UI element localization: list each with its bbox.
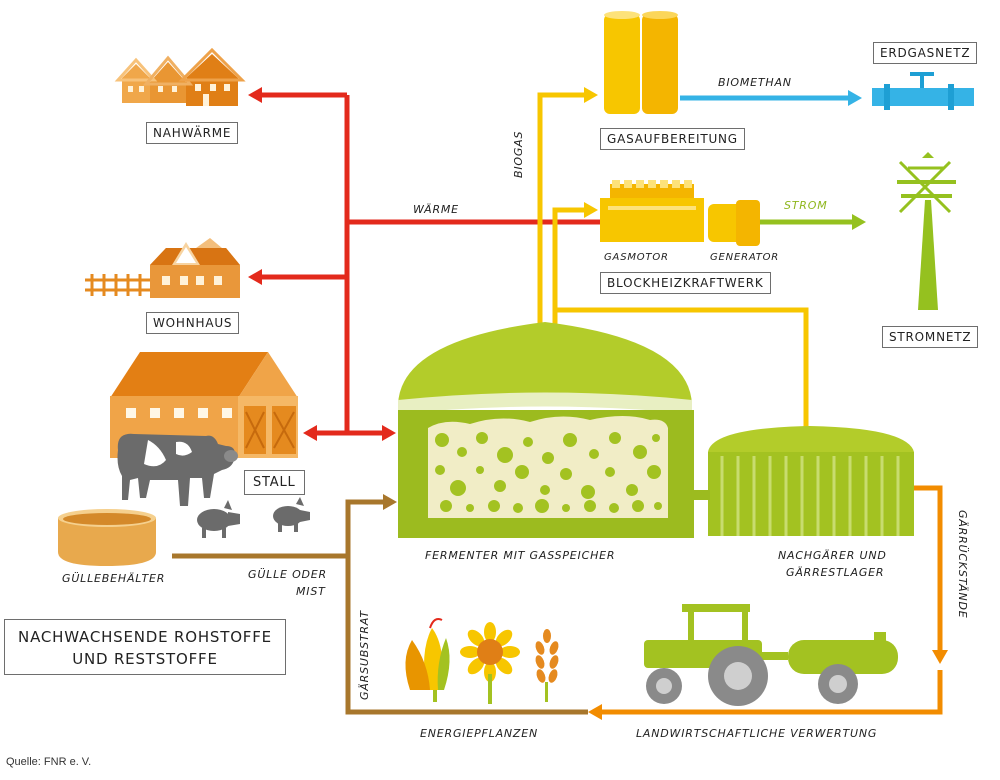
biomethan-arrowhead xyxy=(848,90,862,106)
biogas-lines xyxy=(537,92,809,430)
nachwachsende-label-1: NACHWACHSENDE ROHSTOFFE xyxy=(18,628,272,646)
source-credit: Quelle: FNR e. V. xyxy=(6,756,92,768)
blockheizkraftwerk-label: BLOCKHEIZKRAFTWERK xyxy=(600,272,771,294)
substrate-line xyxy=(172,499,588,715)
strom-arrowhead xyxy=(852,214,866,230)
gasaufbereitung-icon xyxy=(604,11,678,114)
gasaufbereitung-label: GASAUFBEREITUNG xyxy=(600,128,745,150)
wohnhaus-icon xyxy=(85,238,240,298)
guelle-oder-mist-label-1: GÜLLE ODER xyxy=(248,568,328,581)
energiepflanzen-label: ENERGIEPFLANZEN xyxy=(420,727,539,740)
substrate-arrowhead xyxy=(383,494,397,510)
nahwaerme-houses-icon xyxy=(114,47,246,106)
guellebehaelter-icon xyxy=(58,509,156,566)
digestate-arrowheads xyxy=(588,650,948,720)
stromnetz-label: STROMNETZ xyxy=(882,326,979,348)
gaersubstrat-label: GÄRSUBSTRAT xyxy=(358,610,371,700)
fermenter-icon xyxy=(398,322,694,538)
wohnhaus-label: WOHNHAUS xyxy=(146,312,240,334)
nachgaerer-label-1: NACHGÄRER UND xyxy=(778,549,887,562)
energiepflanzen-icon xyxy=(405,618,559,704)
nachwachsende-rohstoffe-box: NACHWACHSENDE ROHSTOFFE UND RESTSTOFFE xyxy=(4,619,286,675)
stromnetz-pylon-icon xyxy=(897,152,956,310)
nahwaerme-label: NAHWÄRME xyxy=(146,122,239,144)
landwirtschaftliche-label: LANDWIRTSCHAFTLICHE VERWERTUNG xyxy=(636,727,878,740)
guelle-oder-mist-label-2: MIST xyxy=(296,585,326,598)
tractor-icon xyxy=(644,604,898,706)
generator-icon xyxy=(708,200,760,246)
biogas-arrowheads xyxy=(584,87,598,218)
pig-icon xyxy=(197,497,310,538)
erdgasnetz-pipe-icon xyxy=(872,72,974,110)
fermenter-label: FERMENTER MIT GASSPEICHER xyxy=(425,549,616,562)
gasmotor-icon xyxy=(600,180,704,242)
cow-icon xyxy=(117,433,238,506)
gaerrueckstaende-label: GÄRRÜCKSTÄNDE xyxy=(956,510,969,619)
biomethan-label: BIOMETHAN xyxy=(718,76,792,89)
waerme-label: WÄRME xyxy=(413,203,459,216)
heat-lines xyxy=(258,92,600,436)
biogas-label: BIOGAS xyxy=(512,130,525,178)
generator-label: GENERATOR xyxy=(710,252,780,263)
nachgaerer-icon xyxy=(694,426,914,536)
strom-label: STROM xyxy=(784,199,828,212)
nachwachsende-label-2: UND RESTSTOFFE xyxy=(72,650,218,668)
stall-label: STALL xyxy=(244,470,305,495)
digestate-line xyxy=(600,485,943,715)
gasmotor-label: GASMOTOR xyxy=(604,252,669,263)
guellebehaelter-label: GÜLLEBEHÄLTER xyxy=(62,572,166,585)
heat-arrowheads xyxy=(248,87,396,441)
erdgasnetz-label: ERDGASNETZ xyxy=(873,42,978,64)
nachgaerer-label-2: GÄRRESTLAGER xyxy=(786,566,885,579)
